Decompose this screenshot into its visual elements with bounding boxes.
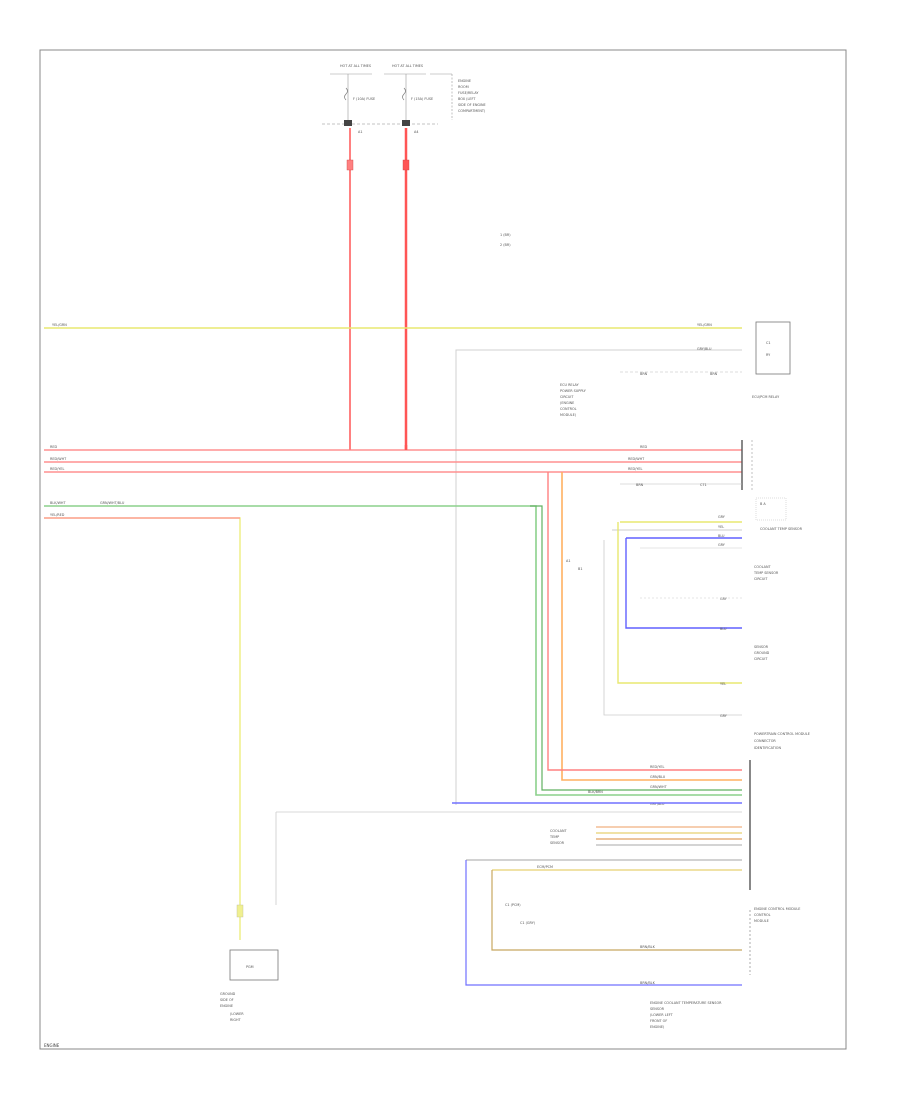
fuse-right-header: HOT AT ALL TIMES [392,64,423,68]
svg-text:RED/YEL: RED/YEL [628,467,642,471]
svg-text:GRY: GRY [720,714,728,718]
label-yel-red: YEL/RED [50,513,65,517]
svg-text:(ENGINE: (ENGINE [560,401,574,405]
relay-box [755,321,791,375]
wire-orange [561,472,742,781]
svg-text:CONTROL: CONTROL [754,913,771,917]
svg-text:GRY: GRY [718,515,726,519]
fuse-left-header: HOT AT ALL TIMES [340,64,371,68]
wire-gray-long [455,349,742,805]
bottom-caption: ENGINE COOLANT TEMPERATURE SENSOR [650,1001,722,1005]
pcm-label: POWERTRAIN CONTROL MODULE [754,732,810,736]
ecm-label: ENGINE CONTROL MODULE [754,907,800,911]
svg-text:YEL/GRN: YEL/GRN [697,323,712,327]
svg-text:COOLANT: COOLANT [754,565,772,569]
svg-text:C71: C71 [700,483,707,487]
wire-grn-wht [44,505,742,796]
wire-yel-red [44,517,241,940]
svg-text:FRONT OF: FRONT OF [650,1019,667,1023]
svg-text:COOLANT: COOLANT [550,829,568,833]
svg-text:CIRCUIT: CIRCUIT [754,657,768,661]
fuse-box: HOT AT ALL TIMES HOT AT ALL TIMES F (10A… [322,64,486,134]
svg-text:TEMP: TEMP [549,835,559,839]
svg-text:BLU: BLU [720,627,727,631]
svg-text:B A: B A [760,502,766,506]
diagram-border [39,49,847,1050]
svg-text:BLU: BLU [718,534,725,538]
svg-text:RED/WHT: RED/WHT [628,457,645,461]
svg-text:RED: RED [640,445,647,449]
fuse-box-title-5: SIDE OF ENGINE [458,103,486,107]
label-red: RED [50,445,57,449]
legend-item-2: 2 (BR) [500,243,511,247]
svg-text:(LOWER LEFT: (LOWER LEFT [650,1013,674,1017]
svg-text:YEL: YEL [720,682,726,686]
svg-text:GRY/BLU: GRY/BLU [650,802,665,806]
svg-text:CONNECTOR: CONNECTOR [754,739,776,743]
svg-text:TEMP SENSOR: TEMP SENSOR [753,571,779,575]
svg-text:RIGHT: RIGHT [230,1018,242,1022]
svg-text:C1: C1 [766,341,771,345]
svg-text:CIRCUIT: CIRCUIT [754,577,768,581]
fuse-box-title-2: ROOM [458,85,469,89]
svg-text:A1: A1 [358,130,362,134]
svg-text:RED/YEL: RED/YEL [650,765,664,769]
wire-pink [547,472,742,771]
svg-text:BRN: BRN [636,483,644,487]
legend-item-1: 1 (BR) [500,233,511,237]
svg-text:ENGINE: ENGINE [220,1004,233,1008]
svg-text:ECM/PCM: ECM/PCM [537,865,553,869]
fuse-right-name: F (15A) FUSE [411,97,433,101]
fuse-box-title-3: FUSE/RELAY [458,91,479,95]
svg-text:SENSOR: SENSOR [754,645,769,649]
svg-text:BRN: BRN [640,372,648,376]
svg-text:GRN/BLU: GRN/BLU [650,775,666,779]
frame-label: ENGINE [44,1043,60,1048]
fuse-box-title-6: COMPARTMENT) [458,109,486,113]
svg-text:GRY: GRY [718,543,726,547]
svg-text:GRN/WHT: GRN/WHT [650,785,668,789]
label-grn-wht: GRN/WHT/BLU [100,501,125,505]
svg-text:B1: B1 [578,567,582,571]
svg-text:POWER SUPPLY: POWER SUPPLY [560,389,587,393]
fuse-left-name: F (10A) FUSE [353,97,375,101]
svg-text:GRY: GRY [720,597,728,601]
label-yel-grn: YEL/GRN [52,323,67,327]
svg-text:CIRCUIT: CIRCUIT [560,395,574,399]
svg-text:SENSOR: SENSOR [650,1007,665,1011]
svg-text:BRN/BLK: BRN/BLK [640,945,656,949]
svg-text:YEL: YEL [718,525,724,529]
svg-text:A4: A4 [414,130,418,134]
sensor-label: COOLANT TEMP SENSOR [760,527,803,531]
svg-text:ENGINE): ENGINE) [650,1025,665,1029]
fuse-box-title-4: BOX (LEFT [458,97,476,101]
svg-text:GRY/BLU: GRY/BLU [697,347,712,351]
svg-text:SIDE OF: SIDE OF [220,998,234,1002]
label-red-wht: RED/WHT [50,457,67,461]
fuse-box-title-1: ENGINE [458,79,471,83]
svg-text:ECU RELAY: ECU RELAY [560,383,580,387]
svg-text:GROUND: GROUND [754,651,770,655]
svg-text:BRN/BLK: BRN/BLK [640,981,656,985]
svg-text:SENSOR: SENSOR [550,841,565,845]
label-red-yel: RED/YEL [50,467,64,471]
svg-text:IDENTIFICATION: IDENTIFICATION [754,746,781,750]
label-blk-wht: BLK/WHT [50,501,66,505]
svg-text:BLK/BRN: BLK/BRN [588,790,603,794]
ground-note: GROUND [220,992,236,996]
relay-label: ECU/PCM RELAY [752,395,780,399]
svg-text:CONTROL: CONTROL [560,407,577,411]
svg-text:PGM: PGM [246,965,254,969]
svg-text:MODULE): MODULE) [560,413,577,417]
ground-box [229,949,279,981]
svg-text:MODULE: MODULE [754,919,769,923]
svg-text:BRN: BRN [710,372,718,376]
svg-text:C1 (GRY): C1 (GRY) [520,921,536,925]
svg-text:A1: A1 [566,559,570,563]
svg-text:C1 (PCM): C1 (PCM) [505,903,521,907]
svg-text:RY: RY [766,353,771,357]
svg-text:(LOWER: (LOWER [230,1012,244,1016]
